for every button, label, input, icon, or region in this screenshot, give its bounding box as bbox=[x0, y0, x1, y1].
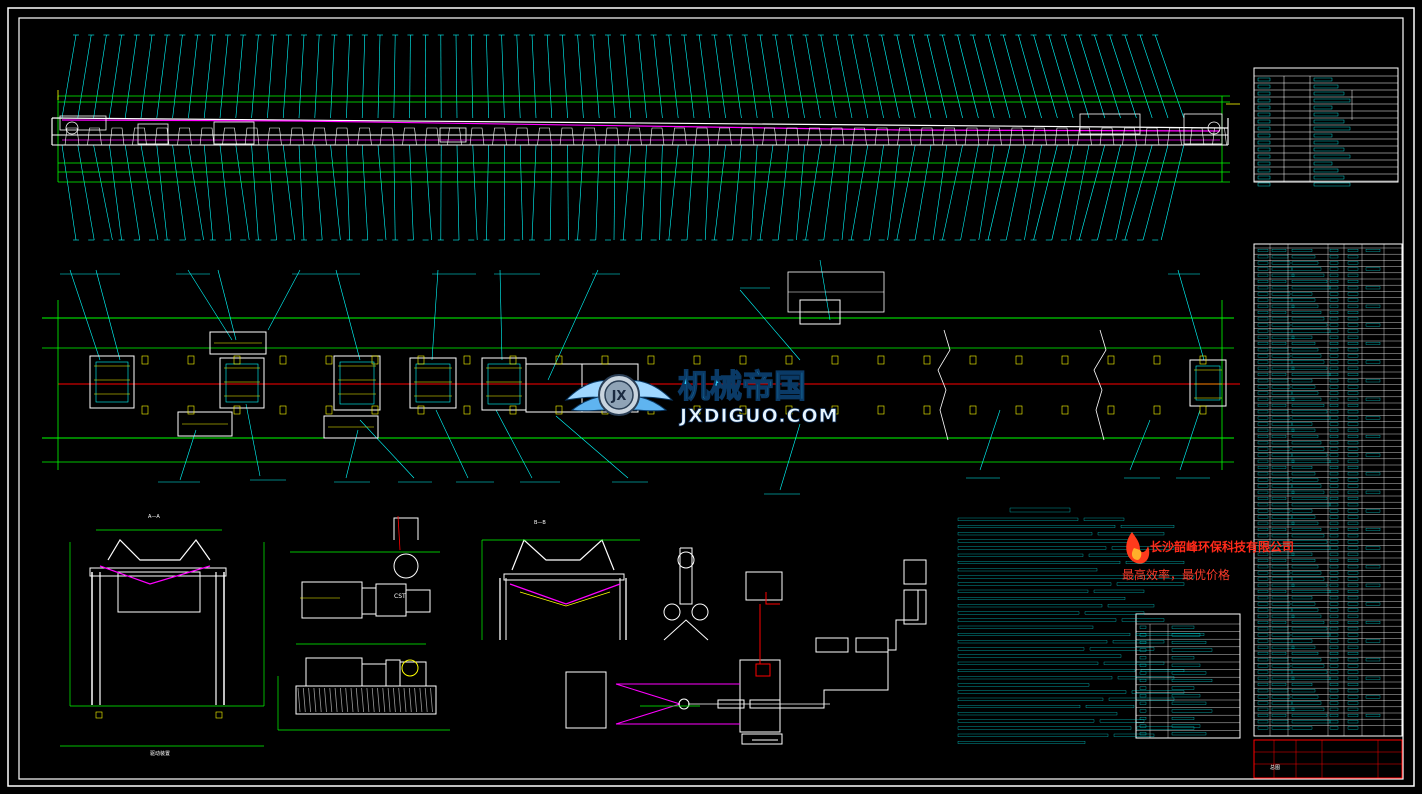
conveyor-plan-view bbox=[42, 259, 1240, 495]
company-logo: 长沙韶峰环保科技有限公司 最高效率，最优价格 bbox=[1122, 532, 1294, 582]
emblem-letters: JX bbox=[611, 389, 627, 404]
watermark-title: 机械帝国 bbox=[678, 367, 806, 405]
company-slogan: 最高效率，最优价格 bbox=[1122, 567, 1230, 582]
view-b-caption: B—B bbox=[534, 520, 546, 526]
company-name: 长沙韶峰环保科技有限公司 bbox=[1150, 539, 1294, 554]
flame-logo-icon bbox=[1126, 532, 1150, 564]
view-a-caption: A—A bbox=[148, 514, 160, 520]
watermark: JX 机械帝国 JXDIGUO.COM bbox=[564, 366, 839, 427]
drawing-frame bbox=[7, 7, 1415, 787]
section-label: 驱动装置 bbox=[150, 750, 170, 757]
drive-label: CST bbox=[394, 593, 406, 600]
parts-tables bbox=[1135, 67, 1403, 779]
title-block-caption: 总图 bbox=[1270, 764, 1280, 771]
detail-views bbox=[60, 515, 927, 747]
watermark-url: JXDIGUO.COM bbox=[678, 405, 839, 427]
conveyor-elevation-view bbox=[51, 34, 1240, 241]
technical-notes bbox=[957, 507, 1205, 744]
gear-wings-emblem-icon: JX bbox=[564, 374, 674, 416]
